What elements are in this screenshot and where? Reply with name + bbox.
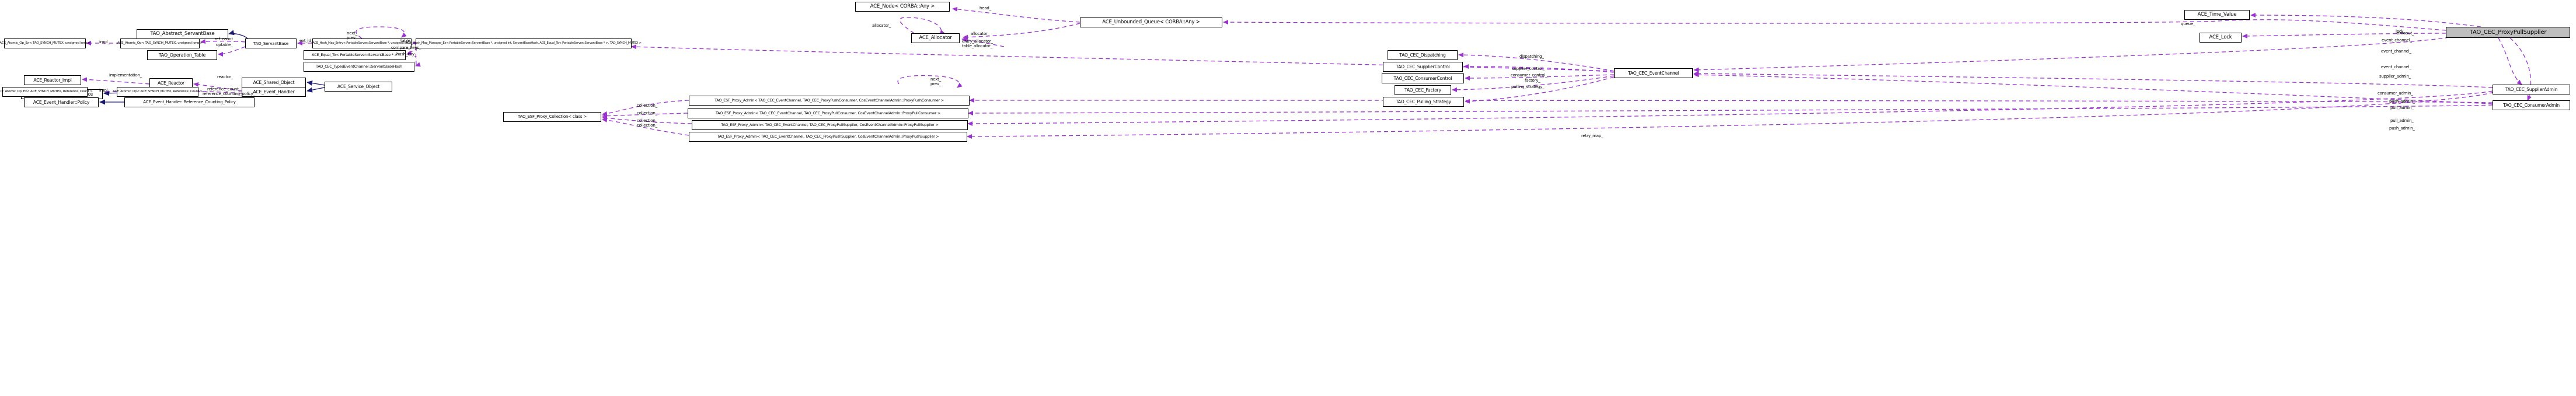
edge-e_head	[952, 6, 1080, 23]
edge-e_alloc_self	[899, 17, 945, 36]
edge-label-lbl_push_admin_2: push_admin_	[2389, 126, 2415, 131]
edge-label-lbl_push_admin_1: push_admin_	[2389, 99, 2415, 104]
edge-label-lbl_collection_1: collection_	[637, 103, 657, 108]
class-node-tao_cec_typedeventchannel_servantbasehash[interactable]: TAO_CEC_TypedEventChannel::ServantBaseHa…	[304, 62, 414, 72]
edge-e_pull_admin_2	[967, 90, 2493, 126]
edge-label-lbl_next_2: next_	[930, 77, 942, 82]
edge-label-lbl_compare_keys: compare_keys_	[391, 45, 421, 50]
edge-label-lbl_hash_key: hash_key_	[396, 52, 417, 57]
edge-e_nextprev1	[355, 26, 407, 39]
class-node-ace_equal_to[interactable]: ACE_Equal_To< PortableServer::ServantBas…	[304, 50, 406, 60]
edge-label-lbl_ext_id: ext_id_	[299, 38, 313, 43]
class-node-ace_allocator[interactable]: ACE_Allocator	[911, 33, 960, 43]
edge-e_queue	[1223, 19, 2446, 31]
class-node-ace_atomic_op_ref[interactable]: ACE_Atomic_Op< ACE_SYNCH_MUTEX, Referenc…	[113, 87, 203, 97]
edge-label-lbl_reactor: reactor_	[217, 75, 233, 79]
class-node-ace_time_value[interactable]: ACE_Time_Value	[2184, 10, 2250, 20]
class-node-tao_esf_proxy_admin_pullconsumer[interactable]: TAO_ESF_Proxy_Admin< TAO_CEC_EventChanne…	[688, 108, 968, 118]
edge-e_push_admin_2	[967, 92, 2494, 139]
class-node-tao_cec_dispatching[interactable]: TAO_CEC_Dispatching	[1388, 50, 1458, 60]
edge-label-lbl_implementation: implementation_	[109, 73, 142, 78]
edge-label-lbl_queue: queue_	[2181, 22, 2195, 26]
edge-label-lbl_next_1: next_	[347, 31, 358, 36]
edge-e_timeout	[2250, 13, 2481, 27]
edge-label-lbl_consumer_admin: consumer_admin_	[2378, 91, 2413, 96]
edge-label-lbl_dispatching: dispatching_	[1519, 54, 1544, 59]
edge-label-lbl_optable: optable_	[216, 43, 233, 47]
class-node-tao_cec_consumercontrol[interactable]: TAO_CEC_ConsumerControl	[1382, 73, 1464, 83]
class-node-tao_esf_proxy_admin_pushsupplier[interactable]: TAO_ESF_Proxy_Admin< TAO_CEC_EventChanne…	[689, 132, 967, 142]
class-node-ace_atomic_op_ex_tao[interactable]: ACE_Atomic_Op_Ex< TAO_SYNCH_MUTEX, unsig…	[0, 38, 90, 48]
edge-e_pull_admin_1	[968, 104, 2493, 115]
edge-label-lbl_table: table_	[400, 38, 413, 43]
class-node-ace_atomic_op_ex_ref[interactable]: ACE_Atomic_Op_Ex< ACE_SYNCH_MUTEX, Refer…	[0, 87, 93, 97]
class-node-ace_service_object[interactable]: ACE_Service_Object	[325, 82, 392, 92]
class-node-ace_atomic_op_tao[interactable]: ACE_Atomic_Op< TAO_SYNCH_MUTEX, unsigned…	[117, 38, 203, 48]
edge-label-lbl_lock: lock_	[2396, 29, 2406, 34]
class-node-ace_reactor_impl[interactable]: ACE_Reactor_Impl	[24, 75, 81, 85]
edge-label-lbl_pull_admin_1: pull_admin_	[2390, 106, 2414, 110]
class-node-tao_operation_table[interactable]: TAO_Operation_Table	[147, 50, 217, 60]
class-node-ace_unbounded_queue_corba_any[interactable]: ACE_Unbounded_Queue< CORBA::Any >	[1080, 17, 1222, 27]
edge-label-lbl_event_channel_1: event_channel_	[2382, 38, 2412, 43]
edge-label-lbl_prev_2: prev_	[930, 82, 942, 86]
edge-label-lbl_entry_allocator: entry_allocator_	[962, 39, 993, 44]
class-node-tao_esf_proxy_admin_pushconsumer[interactable]: TAO_ESF_Proxy_Admin< TAO_CEC_EventChanne…	[689, 96, 970, 106]
edge-label-lbl_ref_count: ref_count_	[215, 37, 235, 41]
class-node-ace_hash_map_entry[interactable]: ACE_Hash_Map_Entry< PortableServer::Serv…	[312, 38, 412, 48]
class-node-ace_lock[interactable]: ACE_Lock	[2199, 33, 2242, 43]
edge-e_shared_svc	[306, 80, 325, 86]
edge-e_lock	[2242, 33, 2446, 38]
class-node-tao_cec_pulling_strategy[interactable]: TAO_CEC_Pulling_Strategy	[1383, 97, 1464, 107]
class-node-ace_hash_map_manager_ex[interactable]: ACE_Hash_Map_Manager_Ex< PortableServer:…	[406, 38, 642, 48]
class-node-tao_cec_supplieradmin[interactable]: TAO_CEC_SupplierAdmin	[2493, 85, 2570, 94]
edge-label-lbl_impl_1: impl_	[99, 40, 110, 44]
edge-e_ec_pps	[1693, 37, 2450, 72]
edge-label-lbl_pulling_strategy: pulling_strategy_	[1511, 85, 1545, 89]
edge-label-lbl_head: head_	[979, 6, 991, 10]
edge-e_evh_svc	[306, 87, 325, 93]
edge-label-lbl_reference_count: reference_count_	[207, 87, 240, 92]
edge-e_nextprev2	[897, 75, 963, 88]
edge-label-lbl_collection_3: collection_	[637, 118, 657, 123]
edge-label-lbl_consumer_control: consumer_control_	[1511, 73, 1547, 78]
edge-label-lbl_supplier_admin: supplier_admin_	[2379, 74, 2411, 79]
edge-e_ec_conadmin	[1693, 72, 2493, 104]
class-node-tao_esf_proxy_collection[interactable]: TAO_ESF_Proxy_Collection< class >	[503, 112, 601, 122]
edge-e_retrymap	[631, 44, 1615, 72]
class-node-ace_event_handler[interactable]: ACE_Event_Handler	[242, 87, 306, 97]
edge-e_ec_supadmin	[1693, 71, 2493, 88]
edge-e_supadmin	[2498, 37, 2522, 85]
edge-label-lbl_supplier_control: supplier_control_	[1512, 66, 1545, 71]
edge-label-lbl_timeout: timeout_	[2397, 31, 2414, 36]
class-node-tao_servantbase[interactable]: TAO_ServantBase	[245, 38, 297, 48]
class-node-tao_cec_suppliercontrol[interactable]: TAO_CEC_SupplierControl	[1383, 62, 1463, 72]
edge-label-lbl_collection_2: collection_	[637, 111, 657, 115]
class-node-ace_shared_object[interactable]: ACE_Shared_Object	[242, 78, 306, 87]
edge-label-lbl_impl_2: impl_	[99, 88, 110, 93]
class-node-tao_cec_consumeradmin[interactable]: TAO_CEC_ConsumerAdmin	[2493, 100, 2570, 110]
edge-label-lbl_factory: factory_	[1525, 78, 1540, 83]
edge-label-lbl_allocator_self: allocator_	[872, 23, 891, 28]
class-node-ace_node_corba_any[interactable]: ACE_Node< CORBA::Any >	[855, 2, 950, 12]
edge-label-lbl_allocator: allocator_	[971, 31, 990, 36]
class-node-tao_esf_proxy_admin_pullsupplier[interactable]: TAO_ESF_Proxy_Admin< TAO_CEC_EventChanne…	[692, 120, 968, 130]
edge-label-lbl_prev_1: prev_	[347, 36, 358, 40]
edge-label-lbl_table_allocator: table_allocator_	[962, 44, 993, 48]
class-node-tao_cec_factory[interactable]: TAO_CEC_Factory	[1395, 85, 1451, 95]
edge-label-lbl_pull_admin_2: pull_admin_	[2390, 118, 2414, 123]
edge-label-lbl_retry_map: retry_map_	[1581, 134, 1604, 138]
edge-label-lbl_event_channel_3: event_channel_	[2381, 49, 2411, 54]
edge-label-lbl_event_channel_2: event_channel_	[2381, 65, 2411, 69]
class-node-tao_cec_eventchannel[interactable]: TAO_CEC_EventChannel	[1614, 68, 1693, 78]
edge-label-lbl_ref_count_policy: reference_counting_policy_	[203, 92, 255, 96]
class-node-tao_cec_proxypullsupplier[interactable]: TAO_CEC_ProxyPullSupplier	[2446, 27, 2570, 38]
class-node-ace_event_handler_ref_policy[interactable]: ACE_Event_Handler::Reference_Counting_Po…	[124, 97, 255, 107]
edge-e_implementation	[82, 77, 150, 85]
edge-e_push_admin_1	[969, 98, 2493, 103]
edge-e_optable	[218, 46, 246, 57]
edge-label-lbl_collection_4: collection_	[637, 123, 657, 128]
class-node-ace_event_handler_policy[interactable]: ACE_Event_Handler::Policy	[24, 97, 99, 107]
